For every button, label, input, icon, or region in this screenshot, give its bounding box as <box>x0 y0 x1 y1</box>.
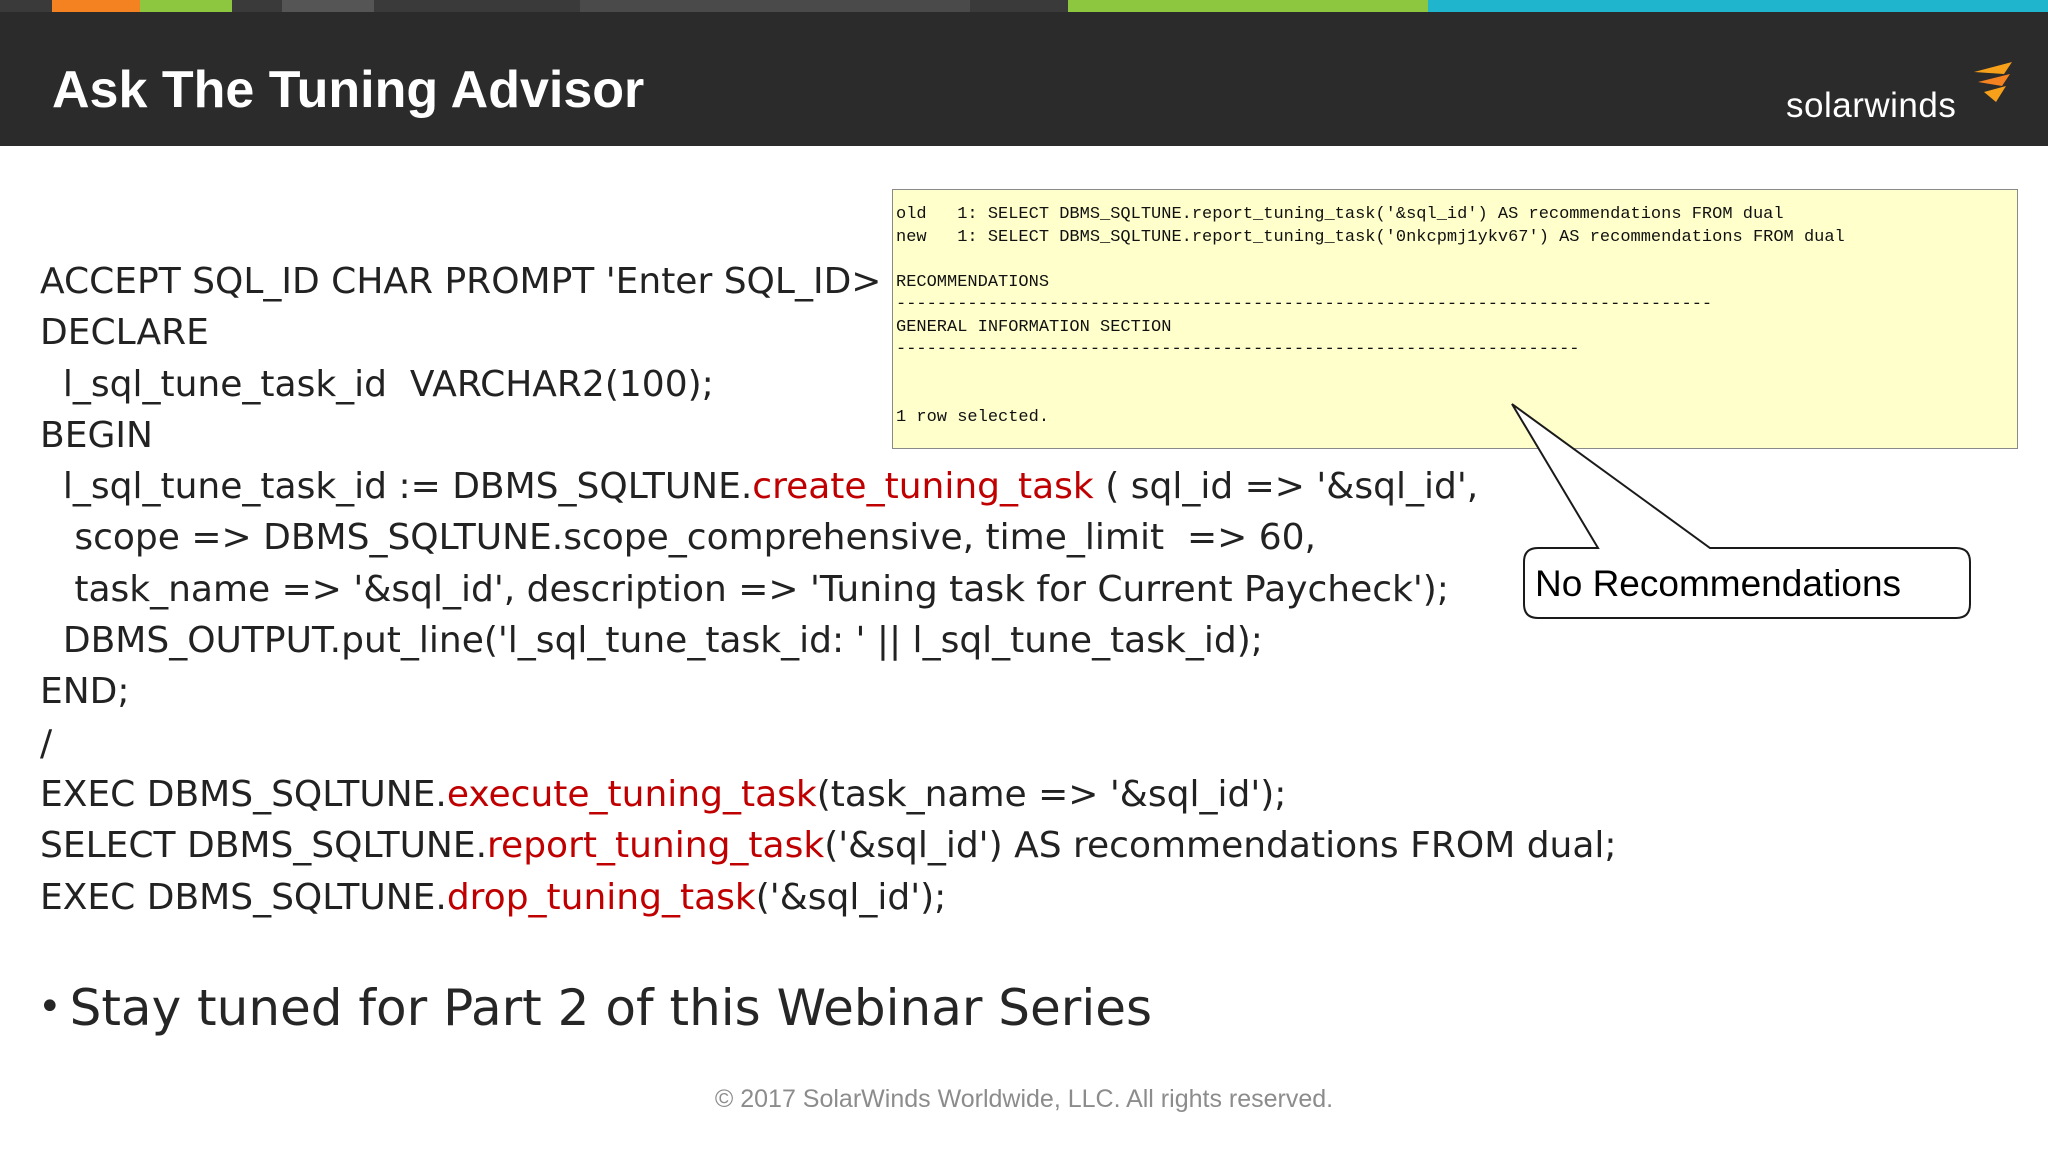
code-text: task_name => '&sql_id', description => '… <box>40 568 1449 610</box>
code-line: task_name => '&sql_id', description => '… <box>40 564 1617 615</box>
code-line: scope => DBMS_SQLTUNE.scope_comprehensiv… <box>40 512 1617 563</box>
code-line: EXEC DBMS_SQLTUNE.execute_tuning_task(ta… <box>40 769 1617 820</box>
output-line: new 1: SELECT DBMS_SQLTUNE.report_tuning… <box>896 227 1845 247</box>
code-text: ( sql_id => '&sql_id', <box>1093 466 1479 508</box>
code-function-name: execute_tuning_task <box>446 773 817 815</box>
plsql-code-block: ACCEPT SQL_ID CHAR PROMPT 'Enter SQL_ID>… <box>40 256 1617 923</box>
stripe-segment <box>52 0 140 12</box>
code-text: / <box>40 722 53 764</box>
code-line: DBMS_OUTPUT.put_line('l_sql_tune_task_id… <box>40 615 1617 666</box>
code-text: l_sql_tune_task_id := DBMS_SQLTUNE. <box>40 466 753 508</box>
code-text: SELECT DBMS_SQLTUNE. <box>40 825 488 867</box>
stripe-segment <box>374 0 580 12</box>
output-line: RECOMMENDATIONS <box>896 272 1050 292</box>
output-line: GENERAL INFORMATION SECTION <box>896 317 1172 337</box>
bullet-text: Stay tuned for Part 2 of this Webinar Se… <box>69 979 1153 1037</box>
code-function-name: report_tuning_task <box>487 825 825 867</box>
stripe-segment <box>232 0 282 12</box>
code-text: ('&sql_id') AS recommendations FROM dual… <box>824 825 1617 867</box>
code-text: l_sql_tune_task_id VARCHAR2(100); <box>40 363 714 405</box>
code-text: (task_name => '&sql_id'); <box>816 773 1287 815</box>
code-line: END; <box>40 666 1617 717</box>
code-line: / <box>40 718 1617 769</box>
output-line <box>896 362 2017 385</box>
code-text: DBMS_OUTPUT.put_line('l_sql_tune_task_id… <box>40 620 1263 662</box>
code-text: EXEC DBMS_SQLTUNE. <box>40 773 447 815</box>
code-text: ACCEPT SQL_ID CHAR PROMPT 'Enter SQL_ID>… <box>40 261 903 302</box>
code-line: DECLARE <box>40 307 1617 358</box>
code-function-name: create_tuning_task <box>752 466 1094 508</box>
code-line: BEGIN <box>40 410 1617 461</box>
code-text: BEGIN <box>40 414 153 456</box>
code-line: ACCEPT SQL_ID CHAR PROMPT 'Enter SQL_ID>… <box>40 256 1617 307</box>
logo-wordmark: solarwinds <box>1786 86 1957 125</box>
code-function-name: drop_tuning_task <box>446 876 756 918</box>
code-line: l_sql_tune_task_id := DBMS_SQLTUNE.creat… <box>40 461 1617 512</box>
code-text: scope => DBMS_SQLTUNE.scope_comprehensiv… <box>40 517 1316 559</box>
code-line: EXEC DBMS_SQLTUNE.drop_tuning_task('&sql… <box>40 872 1617 923</box>
code-line: SELECT DBMS_SQLTUNE.report_tuning_task('… <box>40 820 1617 871</box>
code-text: DECLARE <box>40 312 209 354</box>
bullet-symbol: • <box>38 984 62 1030</box>
output-line <box>896 249 2017 272</box>
stripe-segment <box>970 0 1068 12</box>
output-line <box>896 384 2017 407</box>
stripe-segment <box>0 0 52 12</box>
output-line: 1 row selected. <box>896 407 1050 427</box>
stripe-segment <box>580 0 970 12</box>
slide-title: Ask The Tuning Advisor <box>52 61 645 119</box>
code-line: l_sql_tune_task_id VARCHAR2(100); <box>40 359 1617 410</box>
stripe-segment <box>1428 0 2048 12</box>
slide-header: Ask The Tuning Advisor solarwinds <box>0 12 2048 146</box>
output-line: ----------------------------------------… <box>896 295 1713 314</box>
stripe-segment <box>1068 0 1428 12</box>
callout-text: No Recommendations <box>1535 563 1902 604</box>
bullet-item: •Stay tuned for Part 2 of this Webinar S… <box>38 976 1152 1039</box>
stripe-segment <box>282 0 374 12</box>
output-line: ----------------------------------------… <box>896 340 1580 359</box>
brand-color-stripe <box>0 0 2048 12</box>
firebird-icon <box>1974 62 2012 102</box>
code-text: END; <box>40 671 130 713</box>
sqlplus-output-panel: old 1: SELECT DBMS_SQLTUNE.report_tuning… <box>892 189 2018 449</box>
output-line: old 1: SELECT DBMS_SQLTUNE.report_tuning… <box>896 205 1784 224</box>
code-text: EXEC DBMS_SQLTUNE. <box>40 876 447 918</box>
stripe-segment <box>140 0 232 12</box>
code-text: ('&sql_id'); <box>755 876 947 918</box>
copyright-footer: © 2017 SolarWinds Worldwide, LLC. All ri… <box>714 1085 1334 1113</box>
solarwinds-logo: solarwinds <box>1786 62 2016 132</box>
